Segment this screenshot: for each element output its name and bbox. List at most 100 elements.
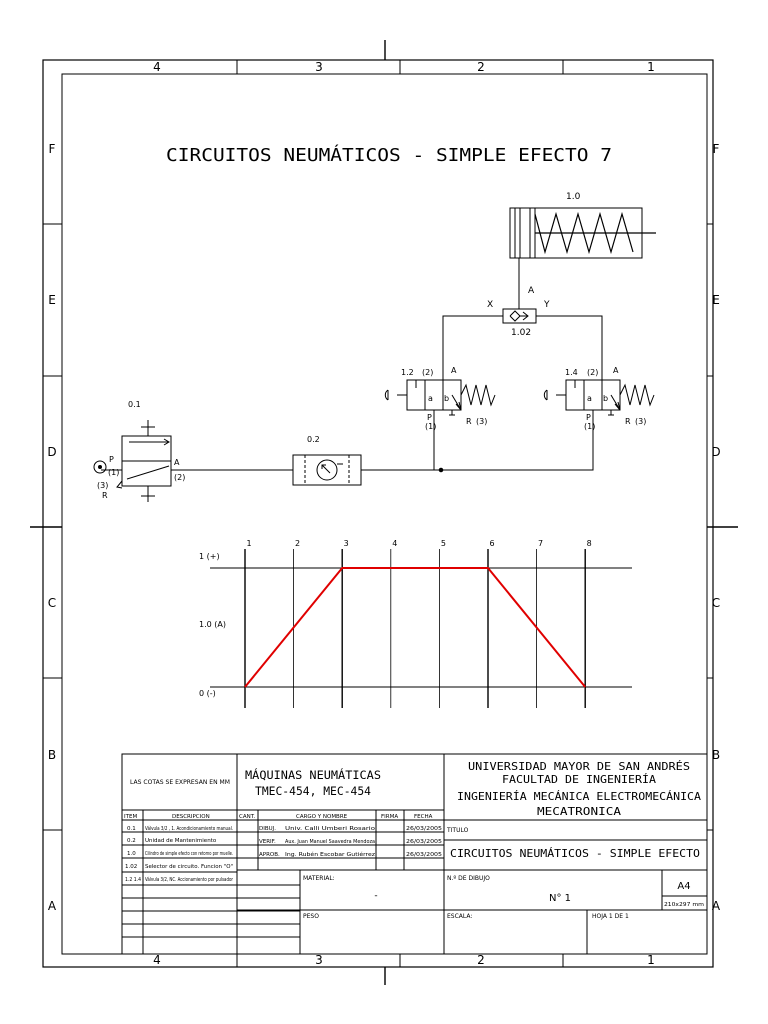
valve-1-2-port-p: P xyxy=(427,413,432,422)
valve-1-2 xyxy=(384,379,496,418)
supply-valve-port-a: A xyxy=(174,458,180,467)
valve-1-4-port-2: (2) xyxy=(587,368,598,377)
col-label-top-4: 4 xyxy=(153,60,161,74)
row-label-left-a: A xyxy=(48,899,57,913)
row-label-right-e: E xyxy=(712,293,720,307)
valve-1-2-pos-b: b xyxy=(444,394,449,403)
valve-1-2-port-1: (1) xyxy=(425,422,436,431)
name-approved: Ing. Rubén Escobar Gutiérrez xyxy=(285,851,375,858)
selector-label: 1.02 xyxy=(511,328,531,338)
weight-label: PESO xyxy=(303,913,319,920)
role-drawn: DIBUJ. xyxy=(259,826,276,832)
date-verified: 26/03/2005 xyxy=(406,839,443,845)
maintenance-unit-0-2 xyxy=(292,454,362,486)
role-verified: VERIF. xyxy=(259,839,276,845)
sheet-number-label: HOJA 1 DE 1 xyxy=(592,913,629,920)
row-label-left-b: B xyxy=(48,748,56,762)
col-label-top-2: 2 xyxy=(477,60,485,74)
subject-line-1: MÁQUINAS NEUMÁTICAS xyxy=(245,767,381,782)
row-label-left-f: F xyxy=(49,142,56,156)
supply-valve-port-p: P xyxy=(109,455,114,464)
cylinder-1-0 xyxy=(509,207,656,259)
col-label-bottom-3: 3 xyxy=(315,953,323,967)
valve-1-2-pos-a: a xyxy=(428,394,433,403)
row-label-left-d: D xyxy=(47,445,56,459)
supply-valve-port-1: (1) xyxy=(108,468,119,477)
step-label: 3 xyxy=(344,539,349,548)
level-label: 1.0 (A) xyxy=(199,620,226,629)
header-role-name: CARGO Y NOMBRE xyxy=(296,814,348,820)
header-description: DESCRIPCION xyxy=(172,814,210,820)
title-block-text: LAS COTAS SE EXPRESAN EN MM MÁQUINAS NEU… xyxy=(124,760,704,920)
item-1-02-code: 1.02 xyxy=(125,864,137,870)
row-label-right-a: A xyxy=(712,899,721,913)
level-label: 0 (-) xyxy=(199,689,216,698)
sheet-size-dimensions: 210x297 mm xyxy=(664,902,704,908)
selector-port-y: Y xyxy=(543,300,550,310)
valve-1-4-label: 1.4 xyxy=(565,368,578,377)
name-verified: Aux. Juan Manuel Saavedra Mendoza xyxy=(285,839,375,845)
valve-1-2-port-3: (3) xyxy=(476,417,487,426)
supply-valve-label: 0.1 xyxy=(128,400,141,409)
row-label-left-c: C xyxy=(48,596,56,610)
valve-1-4-pos-a: a xyxy=(587,394,592,403)
title-label: TITULO xyxy=(446,827,469,834)
material-label: MATERIAL: xyxy=(303,875,335,882)
row-label-right-c: C xyxy=(712,596,720,610)
subject-line-2: TMEC-454, MEC-454 xyxy=(255,784,371,798)
supply-valve-port-2: (2) xyxy=(174,473,185,482)
selector-port-a: A xyxy=(528,286,535,296)
step-label: 1 xyxy=(246,539,251,548)
drawing-title: CIRCUITOS NEUMÁTICOS - SIMPLE EFECTO 7 xyxy=(166,144,612,166)
col-label-top-3: 3 xyxy=(315,60,323,74)
item-1-2-desc: Válvula 3/2, NC. Accionamiento por pulsa… xyxy=(145,876,234,883)
row-label-left-e: E xyxy=(48,293,56,307)
material-value: - xyxy=(374,891,377,901)
row-label-right-d: D xyxy=(711,445,720,459)
valve-1-2-port-a: A xyxy=(451,366,457,375)
valve-1-4-port-r: R xyxy=(625,417,631,426)
supply-valve-port-r: R xyxy=(102,491,108,500)
role-approved: APROB. xyxy=(259,852,280,858)
row-label-right-b: B xyxy=(712,748,720,762)
valve-1-4-port-3: (3) xyxy=(635,417,646,426)
col-label-bottom-1: 1 xyxy=(647,953,655,967)
specialty-name: MECATRONICA xyxy=(537,805,621,818)
inner-frame xyxy=(61,73,708,955)
valve-1-4-port-p: P xyxy=(586,413,591,422)
col-label-top-1: 1 xyxy=(647,60,655,74)
scale-label: ESCALA: xyxy=(447,913,472,920)
item-1-2-code: 1.2 1.4 xyxy=(125,877,141,883)
valve-1-4-pos-b: b xyxy=(603,394,608,403)
career-name: INGENIERÍA MECÁNICA ELECTROMECÁNICA xyxy=(457,790,701,803)
date-approved: 26/03/2005 xyxy=(406,852,443,858)
header-item: ITEM xyxy=(124,814,137,820)
title-block xyxy=(121,753,708,955)
item-0-2-code: 0.2 xyxy=(127,838,136,844)
supply-valve-0-1 xyxy=(101,420,172,502)
step-label: 6 xyxy=(489,539,494,548)
name-drawn: Univ. Calli Umberi Rosario xyxy=(285,826,375,832)
units-note: LAS COTAS SE EXPRESAN EN MM xyxy=(130,779,230,786)
step-label: 4 xyxy=(392,539,397,548)
university-name: UNIVERSIDAD MAYOR DE SAN ANDRÉS xyxy=(468,760,690,773)
selector-port-x: X xyxy=(487,300,493,310)
faculty-name: FACULTAD DE INGENIERÍA xyxy=(502,773,656,786)
title-value: CIRCUITOS NEUMÁTICOS - SIMPLE EFECTO xyxy=(450,847,700,860)
pressure-source-icon xyxy=(93,460,107,474)
cylinder-label: 1.0 xyxy=(566,192,581,202)
drawing-number-label: N.º DE DIBUJO xyxy=(447,875,490,882)
valve-1-2-port-r: R xyxy=(466,417,472,426)
item-0-1-desc: Válvula 3/2 , 1. Acondicionamiento manua… xyxy=(145,825,233,832)
sheet-size: A4 xyxy=(677,881,690,892)
supply-valve-port-3: (3) xyxy=(97,481,108,490)
step-label: 8 xyxy=(587,539,592,548)
cylinder-displacement-line xyxy=(244,567,586,688)
pneumatic-circuit: 1.0 A X Y 1.02 xyxy=(93,192,656,502)
item-1-0-code: 1.0 xyxy=(127,851,136,857)
item-0-2-desc: Unidad de Mantenimiento xyxy=(145,838,217,844)
valve-1-4 xyxy=(543,379,655,418)
header-date: FECHA xyxy=(414,814,433,820)
